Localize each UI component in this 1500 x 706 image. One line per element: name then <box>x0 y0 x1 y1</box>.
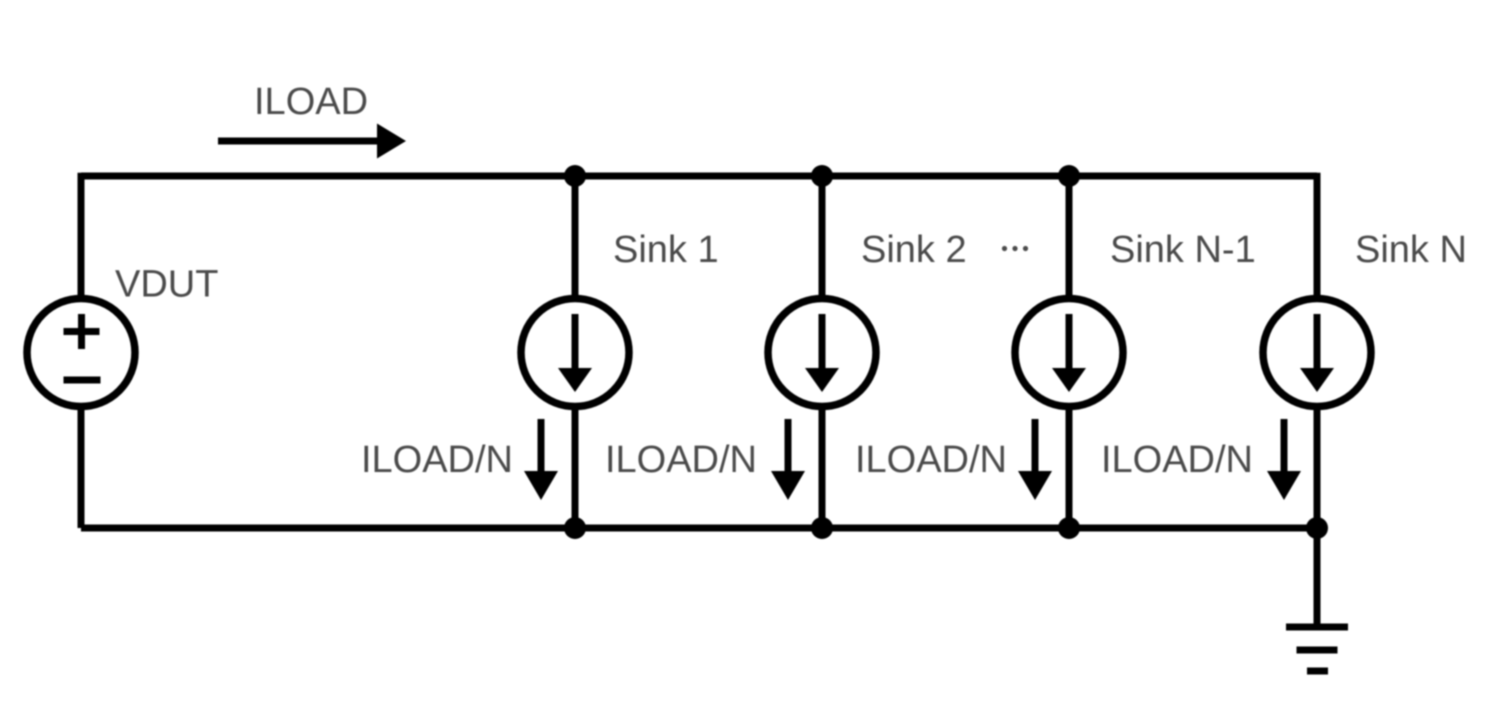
svg-text:VDUT: VDUT <box>115 264 218 306</box>
svg-text:Sink N-1: Sink N-1 <box>1110 229 1256 271</box>
svg-text:Sink 2: Sink 2 <box>861 229 967 271</box>
svg-text:ILOAD/N: ILOAD/N <box>855 439 1007 481</box>
svg-text:ILOAD: ILOAD <box>254 81 368 123</box>
svg-text:ILOAD/N: ILOAD/N <box>361 439 513 481</box>
svg-text:ILOAD/N: ILOAD/N <box>1101 439 1253 481</box>
svg-text:ILOAD/N: ILOAD/N <box>605 439 757 481</box>
svg-text:Sink N: Sink N <box>1355 229 1467 271</box>
svg-text:Sink 1: Sink 1 <box>613 229 719 271</box>
